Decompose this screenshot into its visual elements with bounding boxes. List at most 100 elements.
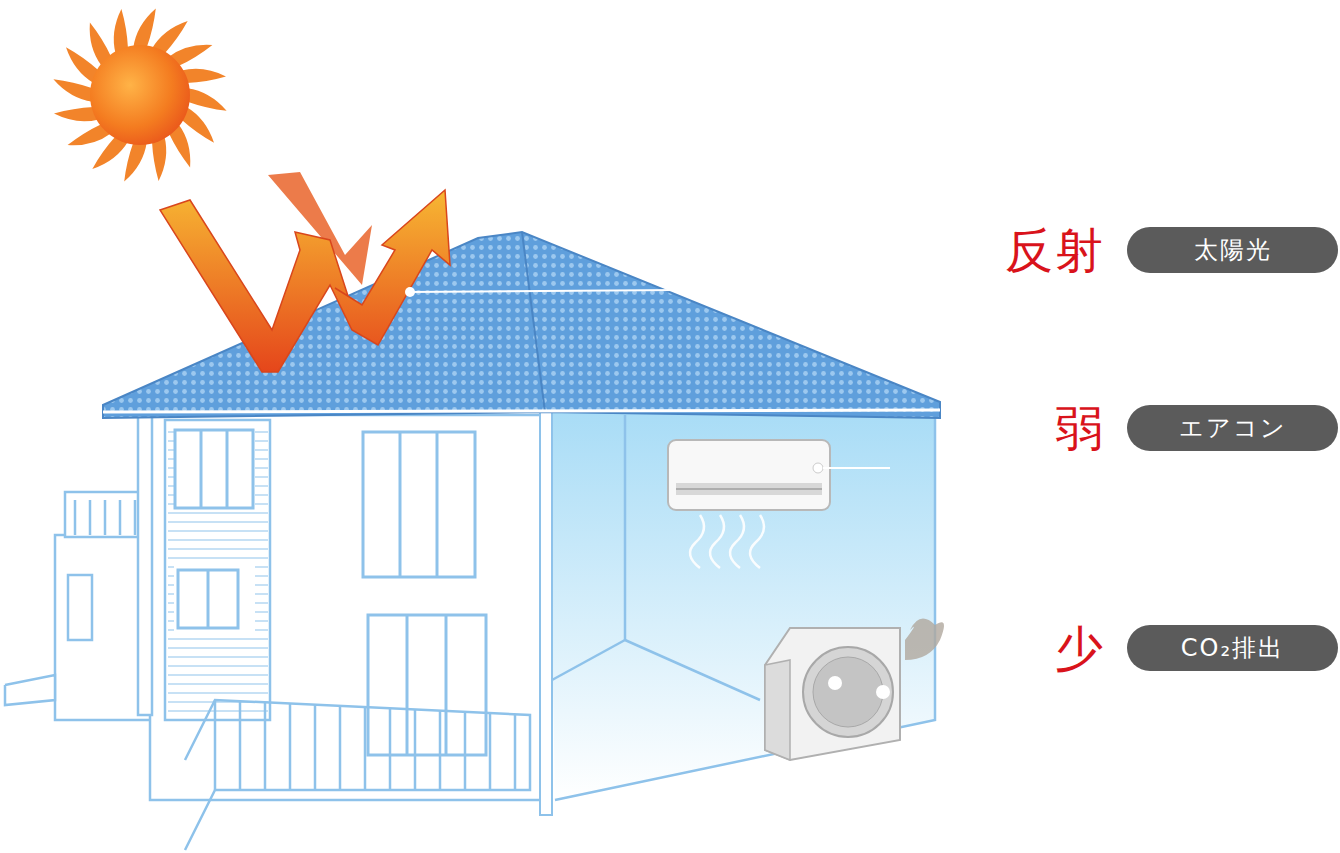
siding-lines (255, 485, 268, 487)
siding-lines (168, 467, 174, 469)
outdoor-ac-unit (828, 676, 842, 690)
siding-lines (168, 431, 174, 433)
siding-lines (168, 593, 174, 595)
label-row: 反射太陽光 (1005, 226, 1338, 274)
indoor-ac-unit (668, 440, 830, 568)
outdoor-ac-unit (803, 647, 893, 737)
deck-railing (389, 708, 392, 790)
siding-lines (168, 656, 268, 658)
siding-lines (168, 683, 268, 685)
siding-lines (255, 629, 268, 631)
windows (399, 432, 402, 577)
outdoor-ac-unit (905, 619, 944, 660)
siding-lines (168, 521, 268, 523)
siding-lines (168, 647, 268, 649)
room-cutaway (540, 410, 552, 815)
siding-lines (255, 584, 268, 586)
windows (436, 432, 439, 577)
siding-lines (255, 620, 268, 622)
house-front (5, 405, 545, 800)
siding-lines (255, 566, 268, 568)
siding-lines (168, 692, 268, 694)
label-pill: 太陽光 (1127, 227, 1338, 273)
siding-lines (255, 467, 268, 469)
siding-lines (168, 458, 174, 460)
deck-railing (464, 712, 467, 790)
deck-railing (214, 700, 217, 790)
siding-lines (255, 575, 268, 577)
indoor-ac-unit (676, 488, 822, 490)
indoor-ac-unit (668, 440, 830, 510)
windows (363, 432, 475, 577)
siding-lines (255, 602, 268, 604)
siding-lines (168, 620, 174, 622)
windows (445, 615, 448, 755)
room-cutaway (624, 415, 627, 640)
house-front (74, 500, 77, 535)
deck-railing (185, 700, 530, 850)
deck-railing (414, 710, 417, 791)
windows (178, 570, 238, 628)
outdoor-ac-unit (813, 657, 883, 727)
outdoor-ac-unit (765, 628, 900, 760)
deck-railing (364, 707, 367, 790)
roof (103, 410, 940, 412)
reflection-arrows (160, 172, 450, 372)
roof (522, 232, 545, 412)
label-row: 少CO₂排出 (1055, 624, 1338, 672)
indoor-ac-unit (710, 515, 724, 568)
house-front (65, 492, 145, 537)
siding-lines (255, 611, 268, 613)
outdoor-ac-unit (876, 685, 890, 699)
deck-railing (185, 700, 530, 850)
room-cutaway (548, 410, 935, 800)
house-front (138, 405, 152, 715)
house-front (68, 575, 92, 640)
indoor-ac-unit (813, 463, 823, 473)
siding-lines (168, 557, 268, 559)
label-row: 弱エアコン (1055, 404, 1338, 452)
siding-lines (168, 530, 268, 532)
siding-lines (168, 674, 268, 676)
room-cutaway (555, 410, 935, 800)
siding-lines (168, 476, 174, 478)
deck-railing (339, 706, 342, 790)
windows (406, 615, 409, 755)
siding-lines (168, 539, 268, 541)
heading-text: 反射 (1005, 226, 1105, 274)
indoor-ac-unit (690, 515, 764, 568)
leader-line (823, 467, 890, 469)
house-front (119, 500, 122, 535)
house-front (5, 675, 55, 705)
room-cutaway (552, 640, 625, 680)
deck-railing (514, 714, 517, 790)
deck-railing (289, 704, 292, 790)
siding-lines (168, 602, 174, 604)
house-front (104, 500, 107, 535)
siding-lines (168, 449, 174, 451)
sun (53, 8, 226, 181)
label-pill: エアコン (1127, 405, 1338, 451)
deck-railing (239, 701, 242, 790)
siding-lines (168, 512, 268, 514)
siding-lines (255, 449, 268, 451)
siding-lines (168, 710, 268, 712)
siding-lines (168, 566, 174, 568)
room-cutaway (548, 410, 935, 800)
indoor-ac-unit (730, 515, 744, 568)
siding-lines (168, 629, 174, 631)
house-front (134, 500, 137, 535)
deck-railing (314, 705, 317, 790)
leader-line (410, 290, 680, 292)
siding-lines (255, 494, 268, 496)
deck-railing (439, 711, 442, 790)
siding-lines (168, 611, 174, 613)
windows (175, 430, 253, 508)
siding-lines (168, 440, 174, 442)
house-front (165, 420, 270, 720)
sun (90, 45, 190, 145)
siding-lines (255, 503, 268, 505)
heading-text: 弱 (1055, 404, 1105, 452)
reflection-arrows (160, 190, 450, 372)
siding-lines (168, 575, 174, 577)
